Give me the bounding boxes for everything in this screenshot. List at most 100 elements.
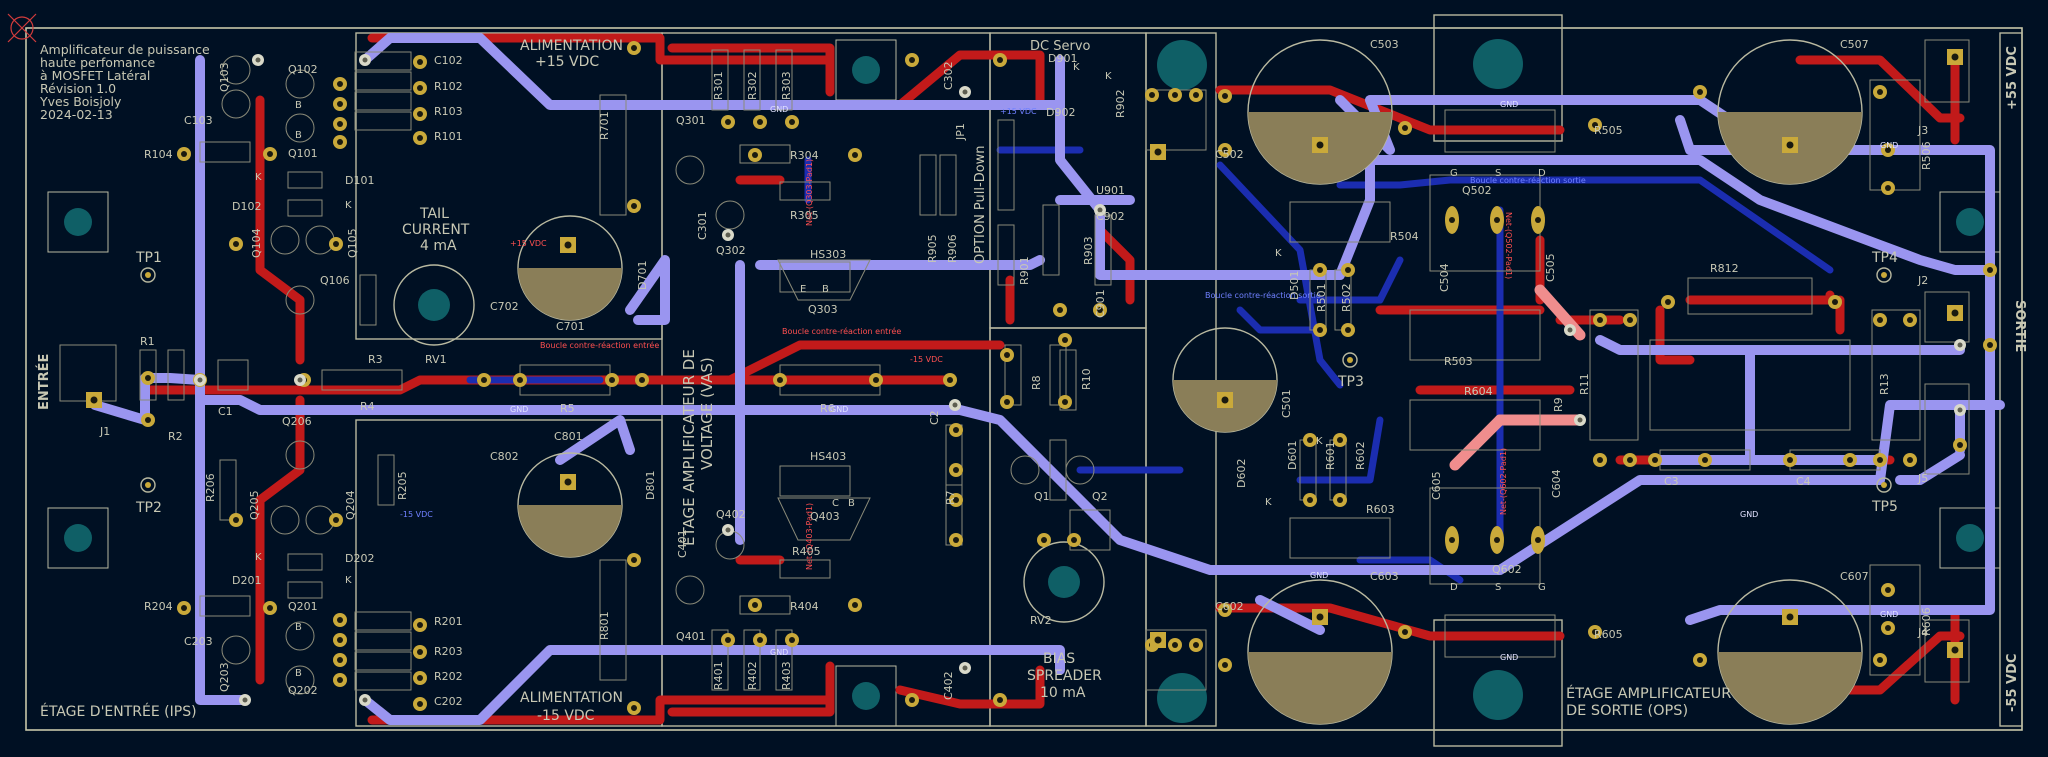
potentiometers [393, 264, 1105, 623]
svg-text:D201: D201 [232, 574, 261, 587]
pad-hole [852, 602, 858, 608]
pad-hole [1307, 497, 1313, 503]
gnd-label: GND [1740, 510, 1758, 519]
pad-hole [1627, 457, 1633, 463]
pad-hole [757, 119, 763, 125]
svg-text:J2: J2 [1917, 274, 1928, 287]
pad-hole [1494, 217, 1500, 223]
pad-hole [417, 135, 423, 141]
pad-hole [609, 377, 615, 383]
svg-text:C503: C503 [1370, 38, 1399, 51]
pad-hole [1697, 89, 1703, 95]
svg-text:R102: R102 [434, 80, 463, 93]
pad-hole [953, 537, 959, 543]
svg-text:Q204: Q204 [344, 490, 357, 520]
pad-hole [1885, 147, 1891, 153]
pad-hole [1057, 307, 1063, 313]
boucle-entree-label: Boucle contre-réaction entrée [782, 326, 901, 336]
svg-text:C2: C2 [928, 410, 941, 425]
svg-text:R601: R601 [1324, 441, 1337, 470]
svg-text:R906: R906 [946, 234, 959, 263]
pad-hole [267, 605, 273, 611]
pad-hole [1345, 327, 1351, 333]
tail-line-1: TAIL [419, 206, 449, 222]
pad-hole [481, 377, 487, 383]
svg-text:K: K [1105, 71, 1112, 82]
pad-hole [417, 622, 423, 628]
svg-text:R5: R5 [560, 402, 575, 415]
svg-text:R203: R203 [434, 645, 463, 658]
pad-hole [725, 637, 731, 643]
svg-text:Q203: Q203 [218, 662, 231, 692]
svg-text:R404: R404 [790, 600, 819, 613]
svg-text:R405: R405 [792, 545, 821, 558]
pad-hole [1172, 642, 1178, 648]
svg-text:R812: R812 [1710, 262, 1739, 275]
svg-text:K: K [345, 575, 352, 586]
pad-hole [1222, 662, 1228, 668]
v15-pos-label: +15 VDC [510, 239, 547, 248]
pad-hole [337, 657, 343, 663]
svg-text:Q402: Q402 [716, 508, 746, 521]
bias-line-1: BIAS [1043, 651, 1075, 667]
pad-hole [1221, 396, 1229, 404]
pad-hole [1786, 613, 1794, 621]
tail-line-3: 4 mA [420, 238, 457, 254]
pad-hole [1062, 399, 1068, 405]
svg-text:D: D [1538, 168, 1546, 179]
svg-text:J4: J4 [1917, 626, 1928, 639]
svg-text:B: B [295, 668, 302, 679]
svg-text:R304: R304 [790, 149, 819, 162]
svg-text:C501: C501 [1280, 389, 1293, 418]
pad-hole [1004, 399, 1010, 405]
svg-text:C603: C603 [1370, 570, 1399, 583]
svg-text:R204: R204 [144, 600, 173, 613]
gnd-label: GND [1880, 141, 1898, 150]
svg-text:C202: C202 [434, 695, 463, 708]
pulldown-label: OPTION Pull-Down [973, 145, 988, 264]
svg-text:Q201: Q201 [288, 600, 318, 613]
entree-label: ENTRÉE [36, 354, 52, 410]
pad-hole [417, 675, 423, 681]
cap-c607 [1717, 579, 1863, 725]
pad-hole [1877, 317, 1883, 323]
pad-hole [1172, 92, 1178, 98]
cap-c501 [1172, 327, 1278, 433]
pin-letters: G S D D S G K K K K K K K K K B B B B E … [255, 62, 1546, 679]
svg-text:R104: R104 [144, 148, 173, 161]
pads [86, 41, 1997, 715]
via-hole [255, 57, 261, 63]
pad-hole [777, 377, 783, 383]
svg-text:R604: R604 [1464, 385, 1493, 398]
svg-text:R305: R305 [790, 209, 819, 222]
pad-hole [1041, 537, 1047, 543]
output-straps [1449, 284, 1586, 471]
pad-hole [1877, 89, 1883, 95]
title-block: Amplificateur de puissance haute perfoma… [39, 42, 210, 122]
svg-text:C605: C605 [1430, 471, 1443, 500]
pad-hole [1592, 122, 1598, 128]
svg-text:C103: C103 [184, 114, 213, 127]
svg-text:R4: R4 [360, 400, 375, 413]
test-point-tp3: TP3 [1337, 352, 1364, 390]
via-hole [962, 89, 968, 95]
svg-text:D202: D202 [345, 552, 374, 565]
svg-text:R301: R301 [712, 71, 725, 100]
svg-text:C802: C802 [490, 450, 519, 463]
svg-text:E: E [800, 284, 806, 295]
title-line-5: Yves Boisjoly [39, 94, 122, 109]
pad-hole [1697, 657, 1703, 663]
svg-text:K: K [255, 552, 262, 563]
pad-hole [417, 59, 423, 65]
pad-hole [1154, 148, 1162, 156]
section-titles: ÉTAGE D'ENTRÉE (IPS) ÉTAGE AMPLIFICATEUR… [36, 38, 2027, 724]
test-point-tp5: TP5 [1871, 477, 1898, 515]
pad-hole [1885, 625, 1891, 631]
bias-line-2: SPREADER [1027, 668, 1102, 684]
pad-hole [1316, 141, 1324, 149]
via-hole [1957, 407, 1963, 413]
vas-label-line-2: VOLTAGE (VAS) [698, 357, 716, 470]
svg-text:Q205: Q205 [248, 490, 261, 520]
pad-hole [1307, 437, 1313, 443]
pad-hole [1832, 299, 1838, 305]
